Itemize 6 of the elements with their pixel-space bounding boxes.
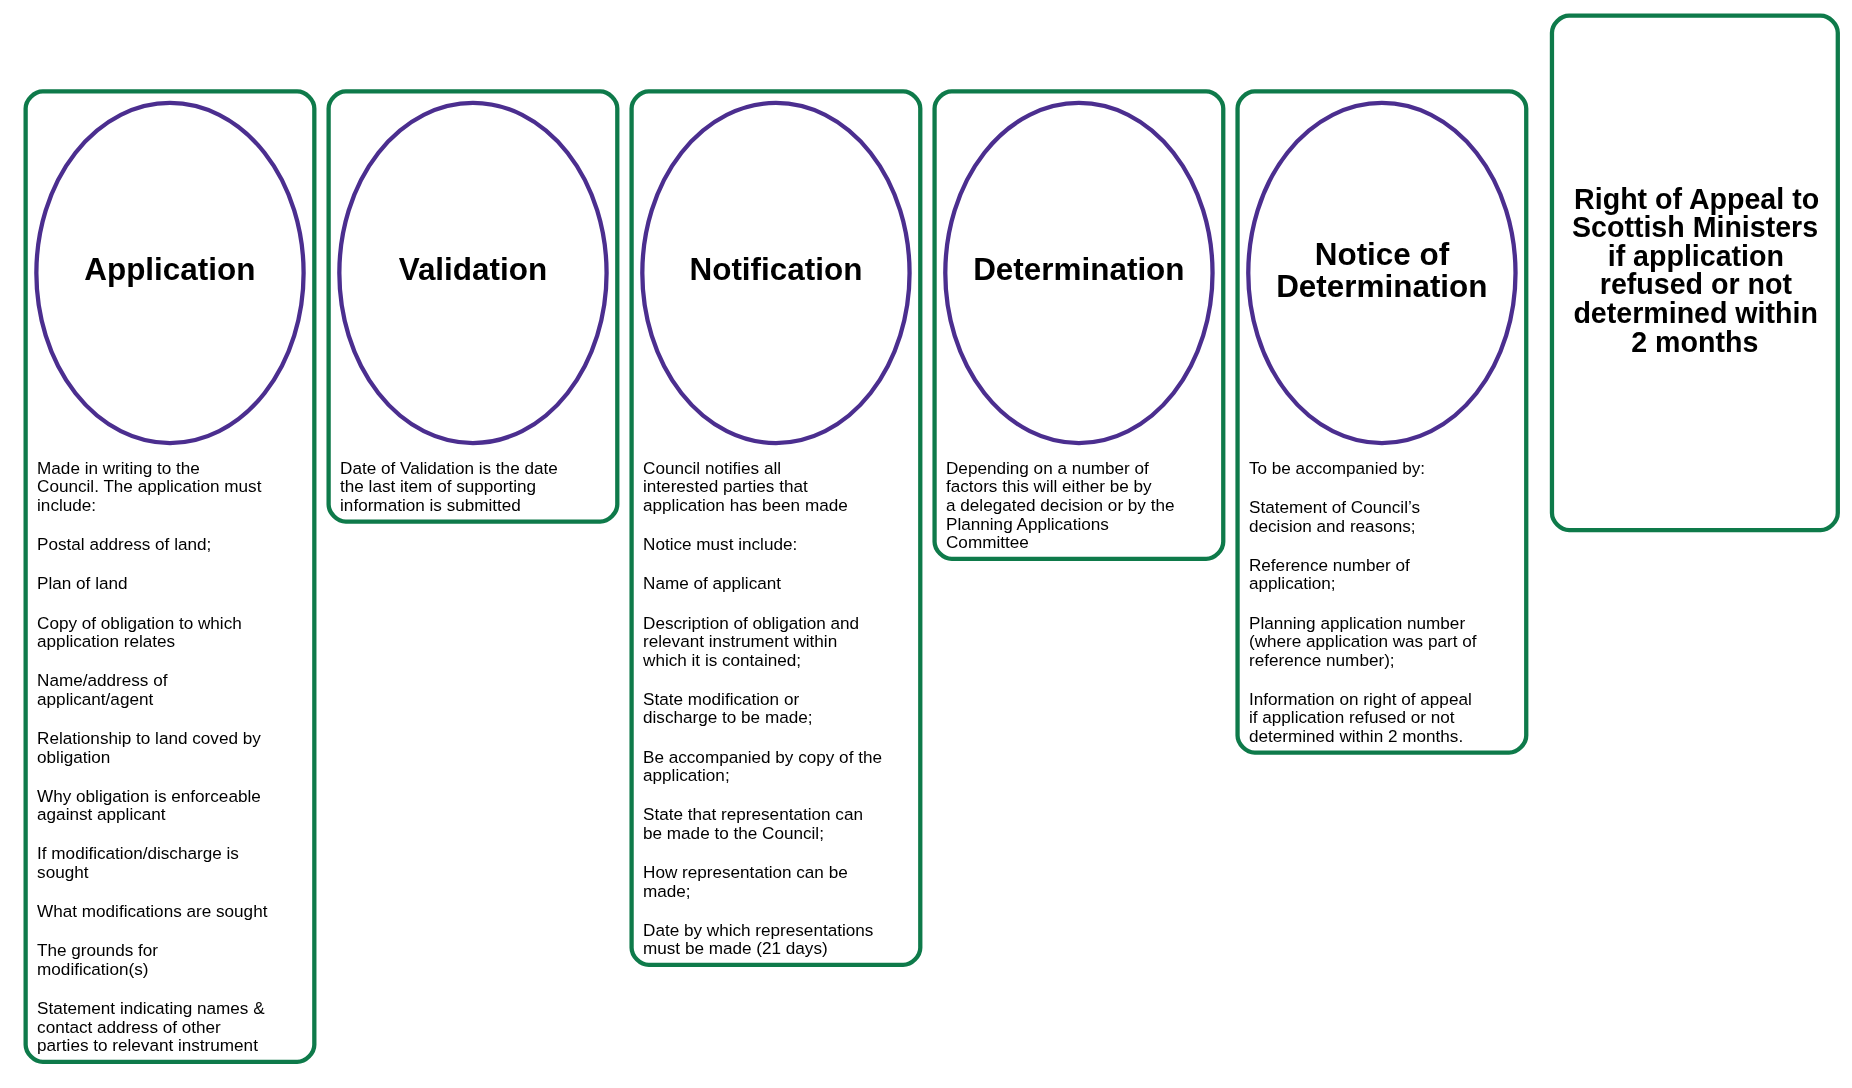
node-ellipse: Notification bbox=[640, 100, 912, 445]
node-box: Right of Appeal to Scottish Ministers if application refused or not determined within 2 months bbox=[1549, 13, 1840, 532]
node-ellipse: Application bbox=[34, 100, 306, 445]
node-ellipse: Notice of Determination bbox=[1246, 100, 1518, 445]
node-ellipse: Determination bbox=[943, 100, 1215, 445]
node-ellipse: Validation bbox=[337, 100, 609, 445]
